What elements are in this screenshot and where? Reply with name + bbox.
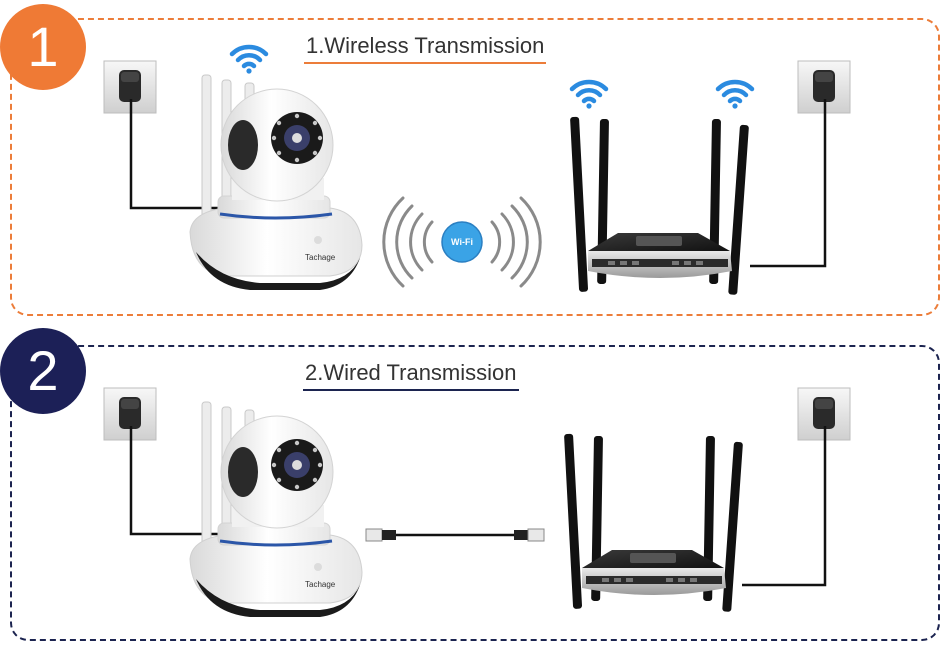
- wifi-signal-waves-icon: [382, 196, 542, 288]
- ethernet-cable: [365, 528, 545, 542]
- wired-router: [564, 433, 743, 612]
- camera-power-cable: [129, 99, 220, 210]
- section-number-badge-1: 1: [0, 4, 86, 90]
- wireless-transmission-title: 1.Wireless Transmission: [304, 33, 547, 64]
- camera-brand-logo: Tachage: [305, 580, 336, 589]
- router-wifi-icon-left: [572, 82, 606, 109]
- camera-wifi-icon: [232, 47, 266, 74]
- wired-transmission-title: 2.Wired Transmission: [303, 360, 519, 391]
- router-power-cable: [750, 99, 827, 268]
- camera-power-cable: [129, 426, 220, 536]
- wired-ip-camera: Tachage: [188, 400, 364, 619]
- camera-brand-logo: Tachage: [305, 253, 336, 262]
- section-number-badge-2: 2: [0, 328, 86, 414]
- wifi-badge-label: Wi-Fi: [451, 237, 473, 247]
- wireless-section-panel: [10, 18, 940, 316]
- wireless-ip-camera: Tachage: [188, 73, 364, 292]
- wifi-badge-icon: [441, 221, 483, 263]
- router-wifi-icon-right: [718, 82, 752, 109]
- wired-section-panel: [10, 345, 940, 641]
- router-power-cable: [742, 426, 827, 587]
- wireless-router: [570, 116, 749, 295]
